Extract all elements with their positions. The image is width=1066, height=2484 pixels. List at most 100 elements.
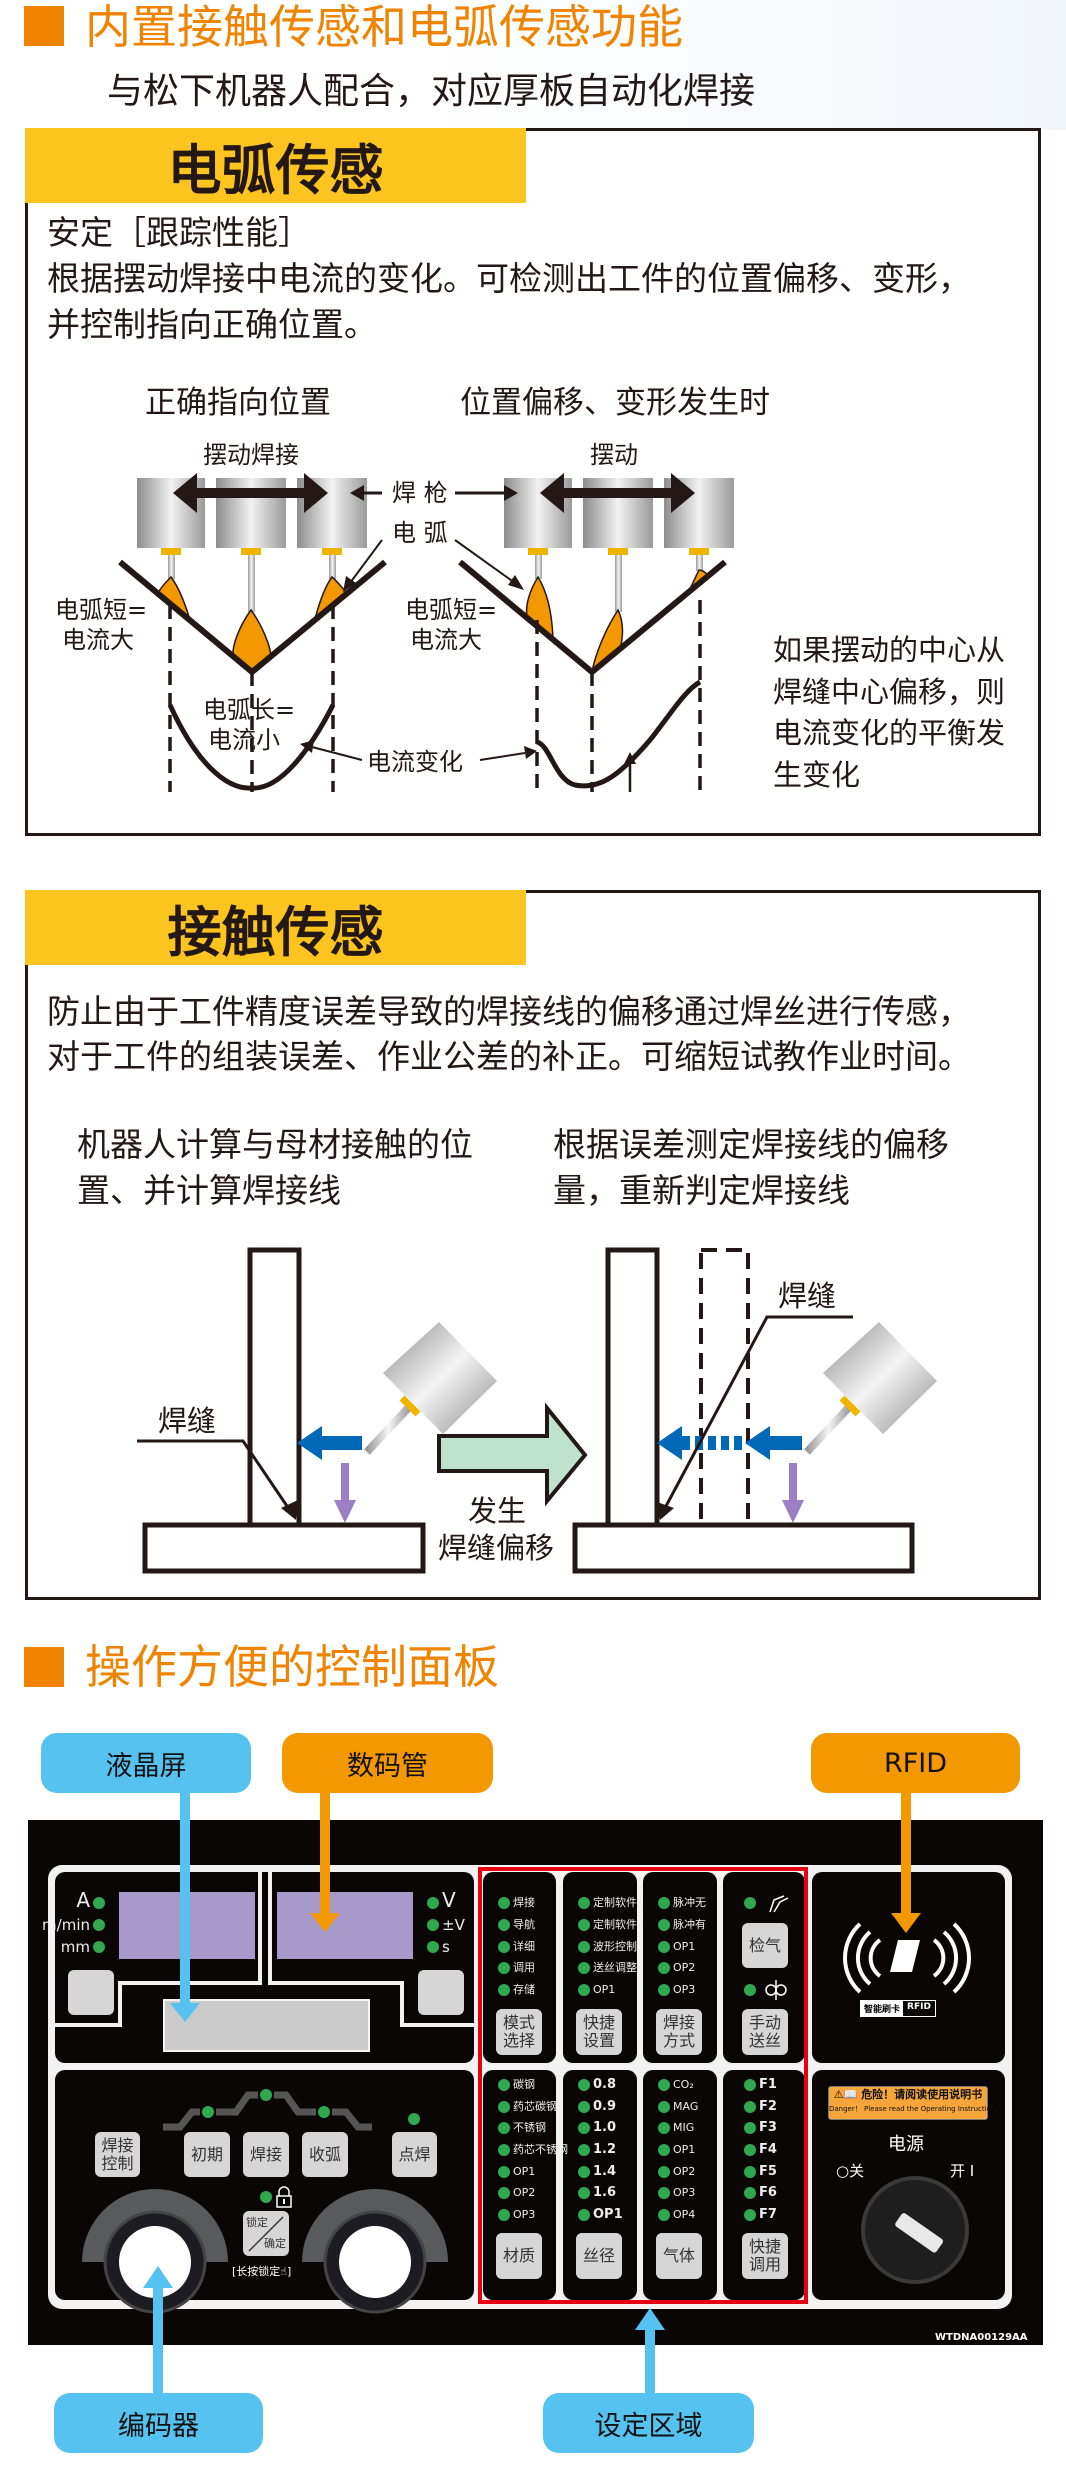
led-indicator [658,1919,670,1931]
led-label: 焊接 [513,1896,535,1909]
initial-button[interactable]: 初期 [184,2132,230,2177]
crater-button[interactable]: 收弧 [302,2132,348,2177]
setting-button[interactable]: 气体 [656,2233,702,2279]
arrow-icon [297,1426,322,1460]
touch-text-line: 对于工件的组装误差、作业公差的补正。可缩短试教作业时间。 [47,1037,971,1076]
wire-feed-icon [765,1980,787,2000]
unit-led [93,1919,105,1931]
shift-label: 焊缝偏移 [438,1531,555,1565]
led-label: 详细 [513,1940,535,1953]
high-current-label: 电流大 [62,626,134,654]
section-marker-icon [24,6,64,46]
led-indicator [578,2209,590,2221]
torch-small-icon [769,1895,789,1913]
button-label: 方式 [662,2031,695,2050]
display-right-button[interactable] [418,1970,464,2015]
setting-area-outline [478,1867,808,2304]
led-label: 1.0 [593,2120,617,2135]
led-label: F6 [759,2185,777,2200]
lcd-screen [163,1999,370,2052]
gas-check-button[interactable]: 检气 [742,1923,788,1968]
setting-button[interactable]: 丝径 [576,2233,622,2279]
led-label: OP1 [593,2207,623,2222]
led-label: OP3 [673,2186,696,2199]
led-label: 1.6 [593,2185,617,2200]
led-label: OP2 [673,2165,696,2178]
torch-icon [823,1322,937,1434]
led-label: 碳钢 [513,2078,535,2091]
led-label: 调用 [513,1961,535,1974]
button-label: 手动 [748,2013,781,2032]
led-label: OP1 [513,2165,536,2178]
led-indicator [498,2209,510,2221]
arrow-down-icon [310,1913,340,1932]
current-change-label: 电流变化 [367,748,463,776]
led-label: OP1 [593,1983,616,1996]
led-indicator [498,1897,510,1909]
led-indicator [658,2144,670,2156]
weave-label: 摆动焊接 [203,441,299,469]
setting-button[interactable]: 材质 [496,2233,542,2279]
spot-weld-button[interactable]: 点焊 [392,2132,437,2177]
note-line: 焊缝中心偏移，则 [773,675,1006,709]
led-label: CO₂ [673,2078,694,2091]
unit-led [427,1941,439,1953]
led-label: 导航 [513,1918,535,1931]
led-label: OP3 [513,2208,536,2221]
led-indicator [658,2209,670,2221]
unit-led [427,1897,439,1909]
button-label: 焊接 [662,2013,695,2032]
led-indicator [578,2122,590,2134]
power-off-label: ○关 [836,2160,864,2181]
lock-hint-text: ] [287,2265,292,2278]
led-crater [318,2106,330,2118]
touch-text-line: 防止由于工件精度误差导致的焊接线的偏移通过焊丝进行传感， [47,992,971,1031]
arrow-icon [657,1426,682,1460]
off-symbol-icon: ○ [836,2162,850,2180]
led-initial [202,2106,214,2118]
arc-diagram-left [118,473,387,792]
led-indicator [578,1941,590,1953]
led-label: 药芯碳钢 [513,2100,557,2113]
off-text: 关 [849,2162,865,2180]
led-indicator [744,2166,756,2178]
touch-diagram-right [572,1247,937,1574]
shift-label: 发生 [468,1494,527,1528]
mode-button[interactable]: 焊接方式 [656,2009,702,2055]
encoder-knob-left [82,2189,228,2314]
weld-button[interactable]: 焊接 [243,2132,289,2177]
weld-control-button[interactable]: 焊接控制 [95,2132,140,2177]
mode-button[interactable]: 模式选择 [496,2009,542,2055]
leader-arrows [300,485,537,761]
led-label: 脉冲无 [673,1896,706,1909]
unit-label: V [442,1888,456,1912]
rfid-badge: 智能刷卡 RFID [860,2000,936,2017]
led-label: 波形控制 [593,1940,637,1953]
led-label: F5 [759,2164,777,2179]
unit-led [93,1897,105,1909]
unit-label: s [442,1938,450,1956]
mode-button[interactable]: 快捷设置 [576,2009,622,2055]
button-label: 快捷 [582,2013,615,2032]
led-label: 存储 [513,1983,535,1996]
display-left-button[interactable] [68,1970,114,2015]
setting-button[interactable]: 快捷调用 [742,2233,788,2279]
manual-feed-button[interactable]: 手动送丝 [742,2009,788,2055]
button-label: 控制 [101,2153,134,2173]
note-line: 生变化 [773,758,861,792]
arrow-icon [782,1500,804,1523]
lock-confirm-button[interactable]: 锁定 确定 [243,2211,289,2256]
led-label: 送丝调整 [593,1961,637,1974]
led-label: 1.2 [593,2142,617,2157]
led-label: OP2 [513,2186,536,2199]
led-indicator [578,2187,590,2199]
weave-label: 摆动 [590,441,638,469]
led-indicator [658,1984,670,1996]
rfid-card-label: 智能刷卡 [861,2001,904,2016]
led-indicator [744,2079,756,2091]
led-label: OP1 [673,2143,696,2156]
model-code: WTDNA00129AA [935,2332,1028,2343]
hand-icon: ☝ [280,2265,287,2278]
led-label: 0.9 [593,2099,617,2114]
arrow-icon [334,1500,356,1523]
